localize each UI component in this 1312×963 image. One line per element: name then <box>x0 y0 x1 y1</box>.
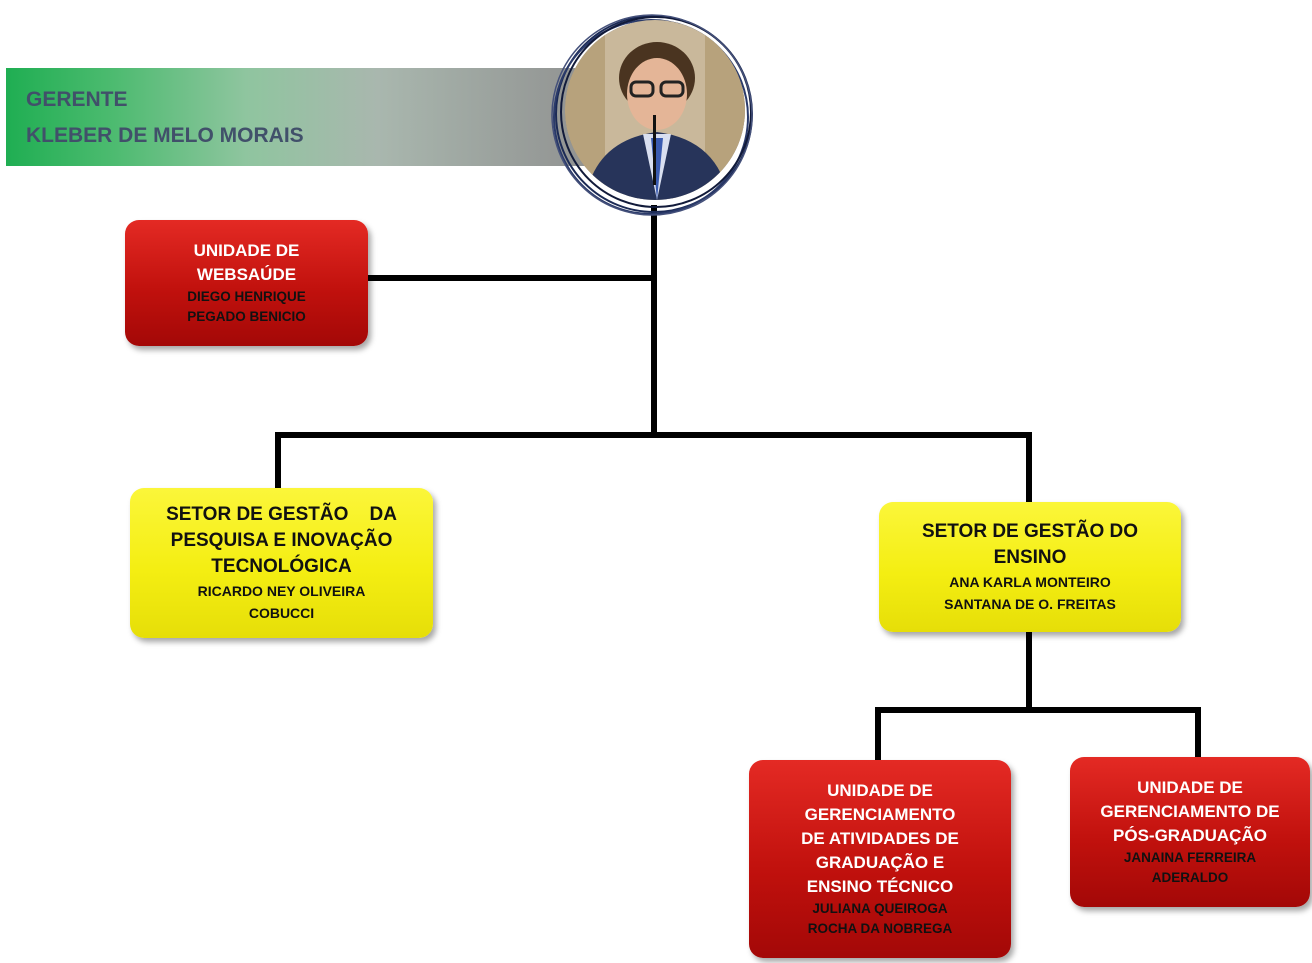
manager-banner: GERENTE KLEBER DE MELO MORAIS <box>6 68 606 166</box>
manager-role: GERENTE <box>26 88 128 111</box>
sector-pesquisa-title-line2: PESQUISA E INOVAÇÃO <box>170 530 393 551</box>
sector-ensino-title-line2: ENSINO <box>993 547 1067 568</box>
unit-graduacao-title-line2: GERENCIAMENTO <box>804 805 956 824</box>
manager-photo <box>565 20 745 200</box>
connector-level2-horizontal <box>275 432 1032 438</box>
unit-graduacao-title-line1: UNIDADE DE <box>827 781 933 800</box>
unit-posgraduacao-box: UNIDADE DE GERENCIAMENTO DE PÓS-GRADUAÇÃ… <box>1070 757 1310 907</box>
unit-websaude-title-line2: WEBSAÚDE <box>196 265 297 284</box>
unit-posgraduacao-title-line3: PÓS-GRADUAÇÃO <box>1113 826 1267 845</box>
sector-ensino-person-line1: ANA KARLA MONTEIRO <box>949 574 1111 590</box>
sector-ensino-title-line1: SETOR DE GESTÃO DO <box>921 521 1139 542</box>
sector-pesquisa-person-line2: COBUCCI <box>248 605 315 621</box>
unit-posgraduacao-person-line2: ADERALDO <box>1151 870 1229 885</box>
connector-pesquisa-drop <box>275 432 281 490</box>
unit-websaude-person-line1: DIEGO HENRIQUE <box>187 289 306 304</box>
unit-graduacao-title-line3: DE ATIVIDADES DE <box>801 829 959 848</box>
sector-pesquisa-person-line1: RICARDO NEY OLIVEIRA <box>197 583 366 599</box>
sector-pesquisa-title-line3: TECNOLÓGICA <box>211 556 352 577</box>
unit-graduacao-person-line1: JULIANA QUEIROGA <box>812 901 948 916</box>
manager-portrait-image <box>565 20 745 200</box>
connector-level3-horizontal <box>875 707 1201 713</box>
unit-websaude-title-line1: UNIDADE DE <box>193 241 300 260</box>
unit-websaude-person-line2: PEGADO BENICIO <box>187 309 306 324</box>
unit-graduacao-title-line5: ENSINO TÉCNICO <box>806 877 954 896</box>
unit-graduacao-title-line4: GRADUAÇÃO E <box>815 853 945 872</box>
unit-posgraduacao-title-line1: UNIDADE DE <box>1137 778 1243 797</box>
connector-trunk-top <box>651 205 657 437</box>
unit-graduacao-box: UNIDADE DE GERENCIAMENTO DE ATIVIDADES D… <box>749 760 1011 958</box>
sector-ensino-box: SETOR DE GESTÃO DO ENSINO ANA KARLA MONT… <box>879 502 1181 632</box>
sector-pesquisa-title-line1: SETOR DE GESTÃO DA <box>166 504 397 525</box>
unit-posgraduacao-person-line1: JANAINA FERREIRA <box>1123 850 1257 865</box>
manager-name: KLEBER DE MELO MORAIS <box>26 124 304 147</box>
connector-graduacao-drop <box>875 707 881 762</box>
sector-ensino-person-line2: SANTANA DE O. FREITAS <box>944 596 1116 612</box>
unit-graduacao-person-line2: ROCHA DA NOBREGA <box>807 921 953 936</box>
sector-pesquisa-box: SETOR DE GESTÃO DA PESQUISA E INOVAÇÃO T… <box>130 488 433 638</box>
connector-posgraduacao-drop <box>1195 707 1201 759</box>
unit-posgraduacao-title-line2: GERENCIAMENTO DE <box>1100 802 1280 821</box>
connector-ensino-drop <box>1026 432 1032 504</box>
connector-websaude <box>366 275 657 281</box>
unit-websaude-box: UNIDADE DE WEBSAÚDE DIEGO HENRIQUE PEGAD… <box>125 220 368 346</box>
connector-ensino-down <box>1026 630 1032 712</box>
